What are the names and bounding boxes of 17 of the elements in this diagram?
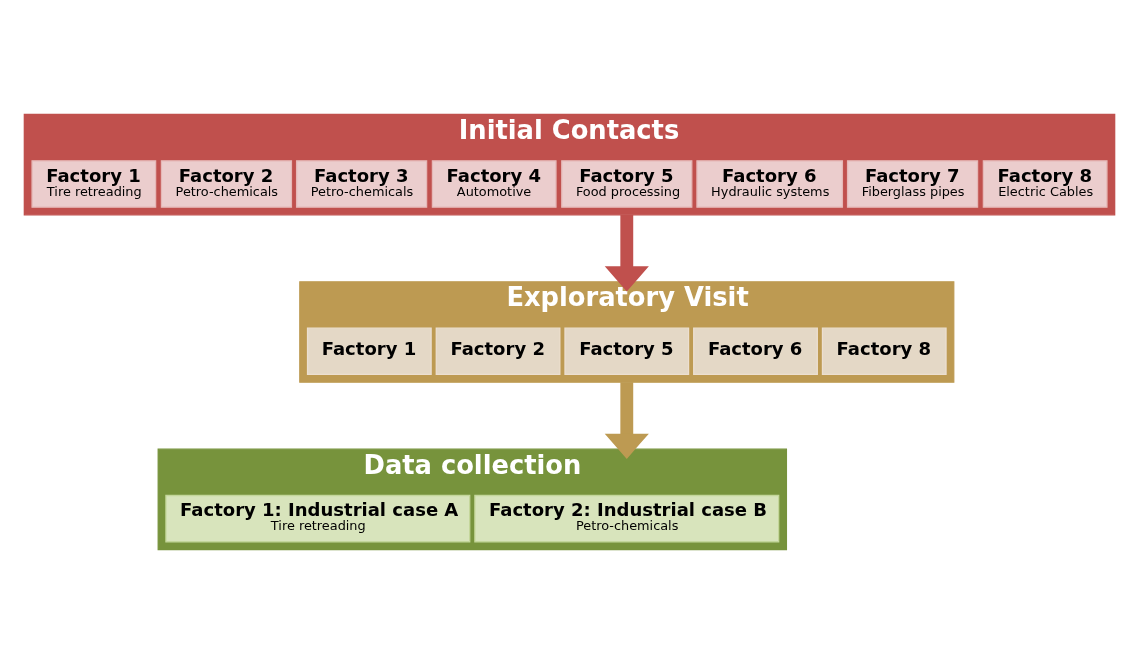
node-box: Factory 4 Automotive <box>431 160 557 208</box>
arrow <box>604 214 649 292</box>
node-box: Factory 6 <box>693 327 818 376</box>
arrow <box>604 382 649 459</box>
node-box: Factory 1 Tire retreading <box>31 160 157 208</box>
node-box: Factory 3 Petro-chemicals <box>295 160 428 208</box>
node-box: Factory 8 <box>821 327 947 376</box>
node-box: Factory 5 Food processing <box>561 160 693 208</box>
node-box: Factory 2 <box>435 327 561 376</box>
node-box: Factory 6 Hydraulic systems <box>696 160 844 208</box>
node-box: Factory 5 <box>564 327 690 376</box>
node-box: Factory 2 Petro-chemicals <box>160 160 293 208</box>
node-box: Factory 8 Electric Cables <box>982 160 1108 208</box>
node-box: Factory 7 Fiberglass pipes <box>846 160 979 208</box>
node-box: Factory 1 <box>306 327 432 376</box>
node-box: Factory 2: Industrial case B Petro-chemicals <box>474 494 780 543</box>
node-box: Factory 1: Industrial case A Tire retreading <box>165 494 471 543</box>
